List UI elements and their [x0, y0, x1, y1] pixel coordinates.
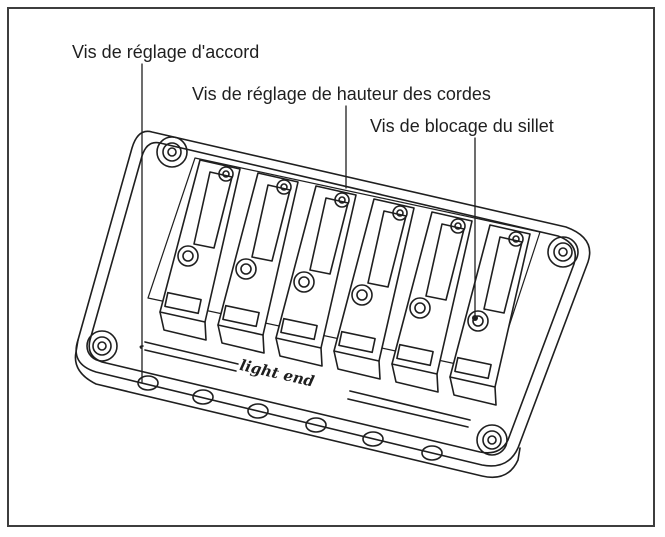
- logo-slot: [139, 341, 471, 428]
- label-nut-lock-screw: Vis de blocage du sillet: [370, 116, 554, 136]
- saddle-4: [333, 198, 415, 380]
- saddle-3: [275, 185, 357, 367]
- saddle-6: [449, 224, 531, 406]
- label-tuning-screw: Vis de réglage d'accord: [72, 42, 260, 62]
- saddle-5: [391, 211, 473, 393]
- corner-hole-bottom-left: [86, 330, 118, 362]
- label-string-height-screw: Vis de réglage de hauteur des cordes: [192, 84, 491, 104]
- corner-hole-top-right: [547, 236, 579, 268]
- corner-hole-top-left: [156, 136, 188, 168]
- corner-hole-bottom-right: [476, 424, 508, 456]
- string-through-holes: [137, 375, 443, 461]
- saddle-2: [217, 172, 299, 354]
- saddle-1: [159, 159, 241, 341]
